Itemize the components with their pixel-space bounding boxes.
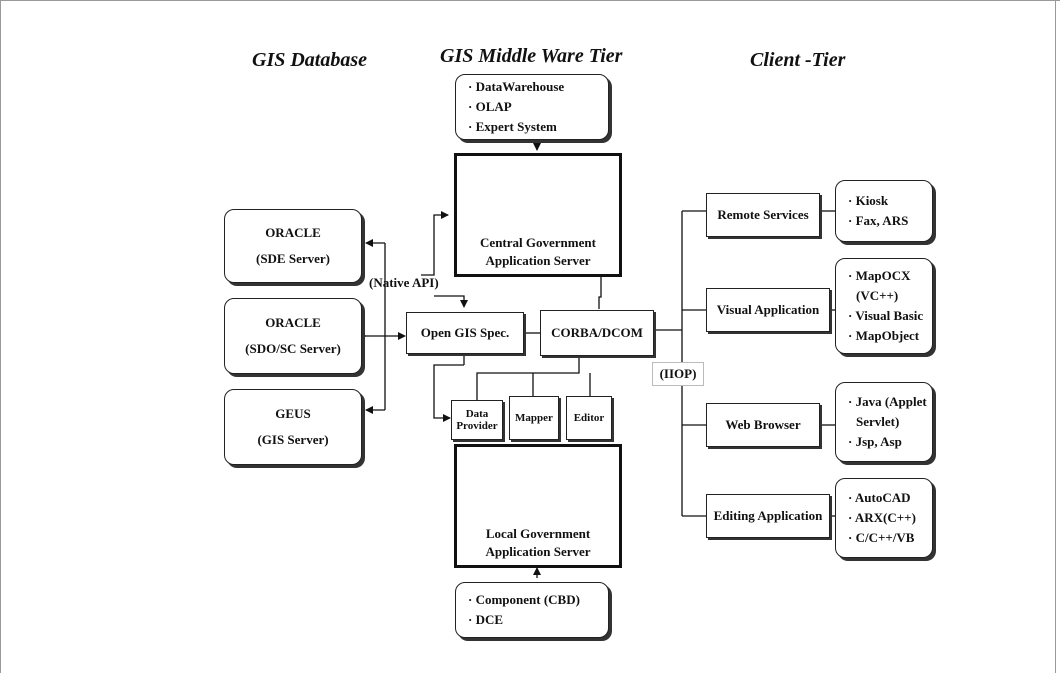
corba-dcom-box: CORBA/DCOM xyxy=(540,310,654,356)
service-editing-application: Editing Application xyxy=(706,494,830,538)
detail-item: · MapOCX xyxy=(848,268,911,283)
top-box-item: · Expert System xyxy=(468,119,557,134)
top-services-box: · DataWarehouse · OLAP · Expert System xyxy=(455,74,609,140)
service-remote-services: Remote Services xyxy=(706,193,820,237)
heading-middleware-tier: GIS Middle Ware Tier xyxy=(440,45,623,67)
module-label: Mapper xyxy=(515,412,553,424)
heading-gis-database: GIS Database xyxy=(252,49,368,71)
iiop-label: (IIOP) xyxy=(652,362,704,386)
details-visual-application: · MapOCX (VC++) · Visual Basic · MapObje… xyxy=(835,258,933,354)
detail-item: Servlet) xyxy=(856,414,900,429)
database-server: (GIS Server) xyxy=(257,432,329,447)
page-border-top xyxy=(0,0,1060,1)
mapper-module: Mapper xyxy=(509,396,559,440)
page-border-right xyxy=(1055,0,1056,673)
database-server: (SDO/SC Server) xyxy=(245,341,341,356)
detail-item: · Kiosk xyxy=(848,193,889,208)
module-label: Data xyxy=(465,408,489,420)
service-web-browser: Web Browser xyxy=(706,403,820,447)
bottom-box-item: · Component (CBD) xyxy=(468,592,580,607)
central-government-server: Central Government Application Server xyxy=(454,153,622,277)
detail-item: · Visual Basic xyxy=(848,308,924,323)
central-server-label-1: Central Government xyxy=(480,235,596,250)
detail-item: · AutoCAD xyxy=(848,490,911,505)
detail-item: (VC++) xyxy=(856,288,899,303)
corba-label: CORBA/DCOM xyxy=(551,325,643,340)
module-label: Editor xyxy=(573,412,605,424)
database-oracle-sde: ORACLE (SDE Server) xyxy=(224,209,362,283)
service-label: Editing Application xyxy=(713,508,823,523)
database-name: GEUS xyxy=(275,406,311,421)
open-gis-spec-box: Open GIS Spec. xyxy=(406,312,524,354)
service-label: Visual Application xyxy=(716,302,820,317)
detail-item: · Fax, ARS xyxy=(848,213,909,228)
open-gis-label: Open GIS Spec. xyxy=(420,325,510,340)
details-remote-services: · Kiosk · Fax, ARS xyxy=(835,180,933,242)
detail-item: · Jsp, Asp xyxy=(848,434,902,449)
editor-module: Editor xyxy=(566,396,612,440)
native-api-label: (Native API) xyxy=(369,275,439,290)
detail-item: · ARX(C++) xyxy=(848,510,916,525)
local-government-server: Local Government Application Server xyxy=(454,444,622,568)
bottom-box-item: · DCE xyxy=(468,612,504,627)
details-editing-application: · AutoCAD · ARX(C++) · C/C++/VB xyxy=(835,478,933,558)
data-provider-module: Data Provider xyxy=(451,400,503,440)
module-label: Provider xyxy=(456,420,498,432)
top-box-item: · OLAP xyxy=(468,99,512,114)
page-border-left xyxy=(0,0,1,673)
service-label: Web Browser xyxy=(725,417,801,432)
database-server: (SDE Server) xyxy=(255,251,330,266)
database-name: ORACLE xyxy=(265,225,321,240)
bottom-services-box: · Component (CBD) · DCE xyxy=(455,582,609,638)
detail-item: · C/C++/VB xyxy=(848,530,915,545)
details-web-browser: · Java (Applet Servlet) · Jsp, Asp xyxy=(835,382,933,462)
service-visual-application: Visual Application xyxy=(706,288,830,332)
detail-item: · Java (Applet xyxy=(848,394,927,409)
top-box-item: · DataWarehouse xyxy=(468,79,565,94)
detail-item: · MapObject xyxy=(848,328,920,343)
central-server-label-2: Application Server xyxy=(485,253,591,268)
local-server-label-2: Application Server xyxy=(485,544,591,559)
database-name: ORACLE xyxy=(265,315,321,330)
database-oracle-sdo: ORACLE (SDO/SC Server) xyxy=(224,298,362,374)
heading-client-tier: Client -Tier xyxy=(750,49,846,71)
database-geus: GEUS (GIS Server) xyxy=(224,389,362,465)
service-label: Remote Services xyxy=(717,207,809,222)
local-server-label-1: Local Government xyxy=(485,526,591,541)
